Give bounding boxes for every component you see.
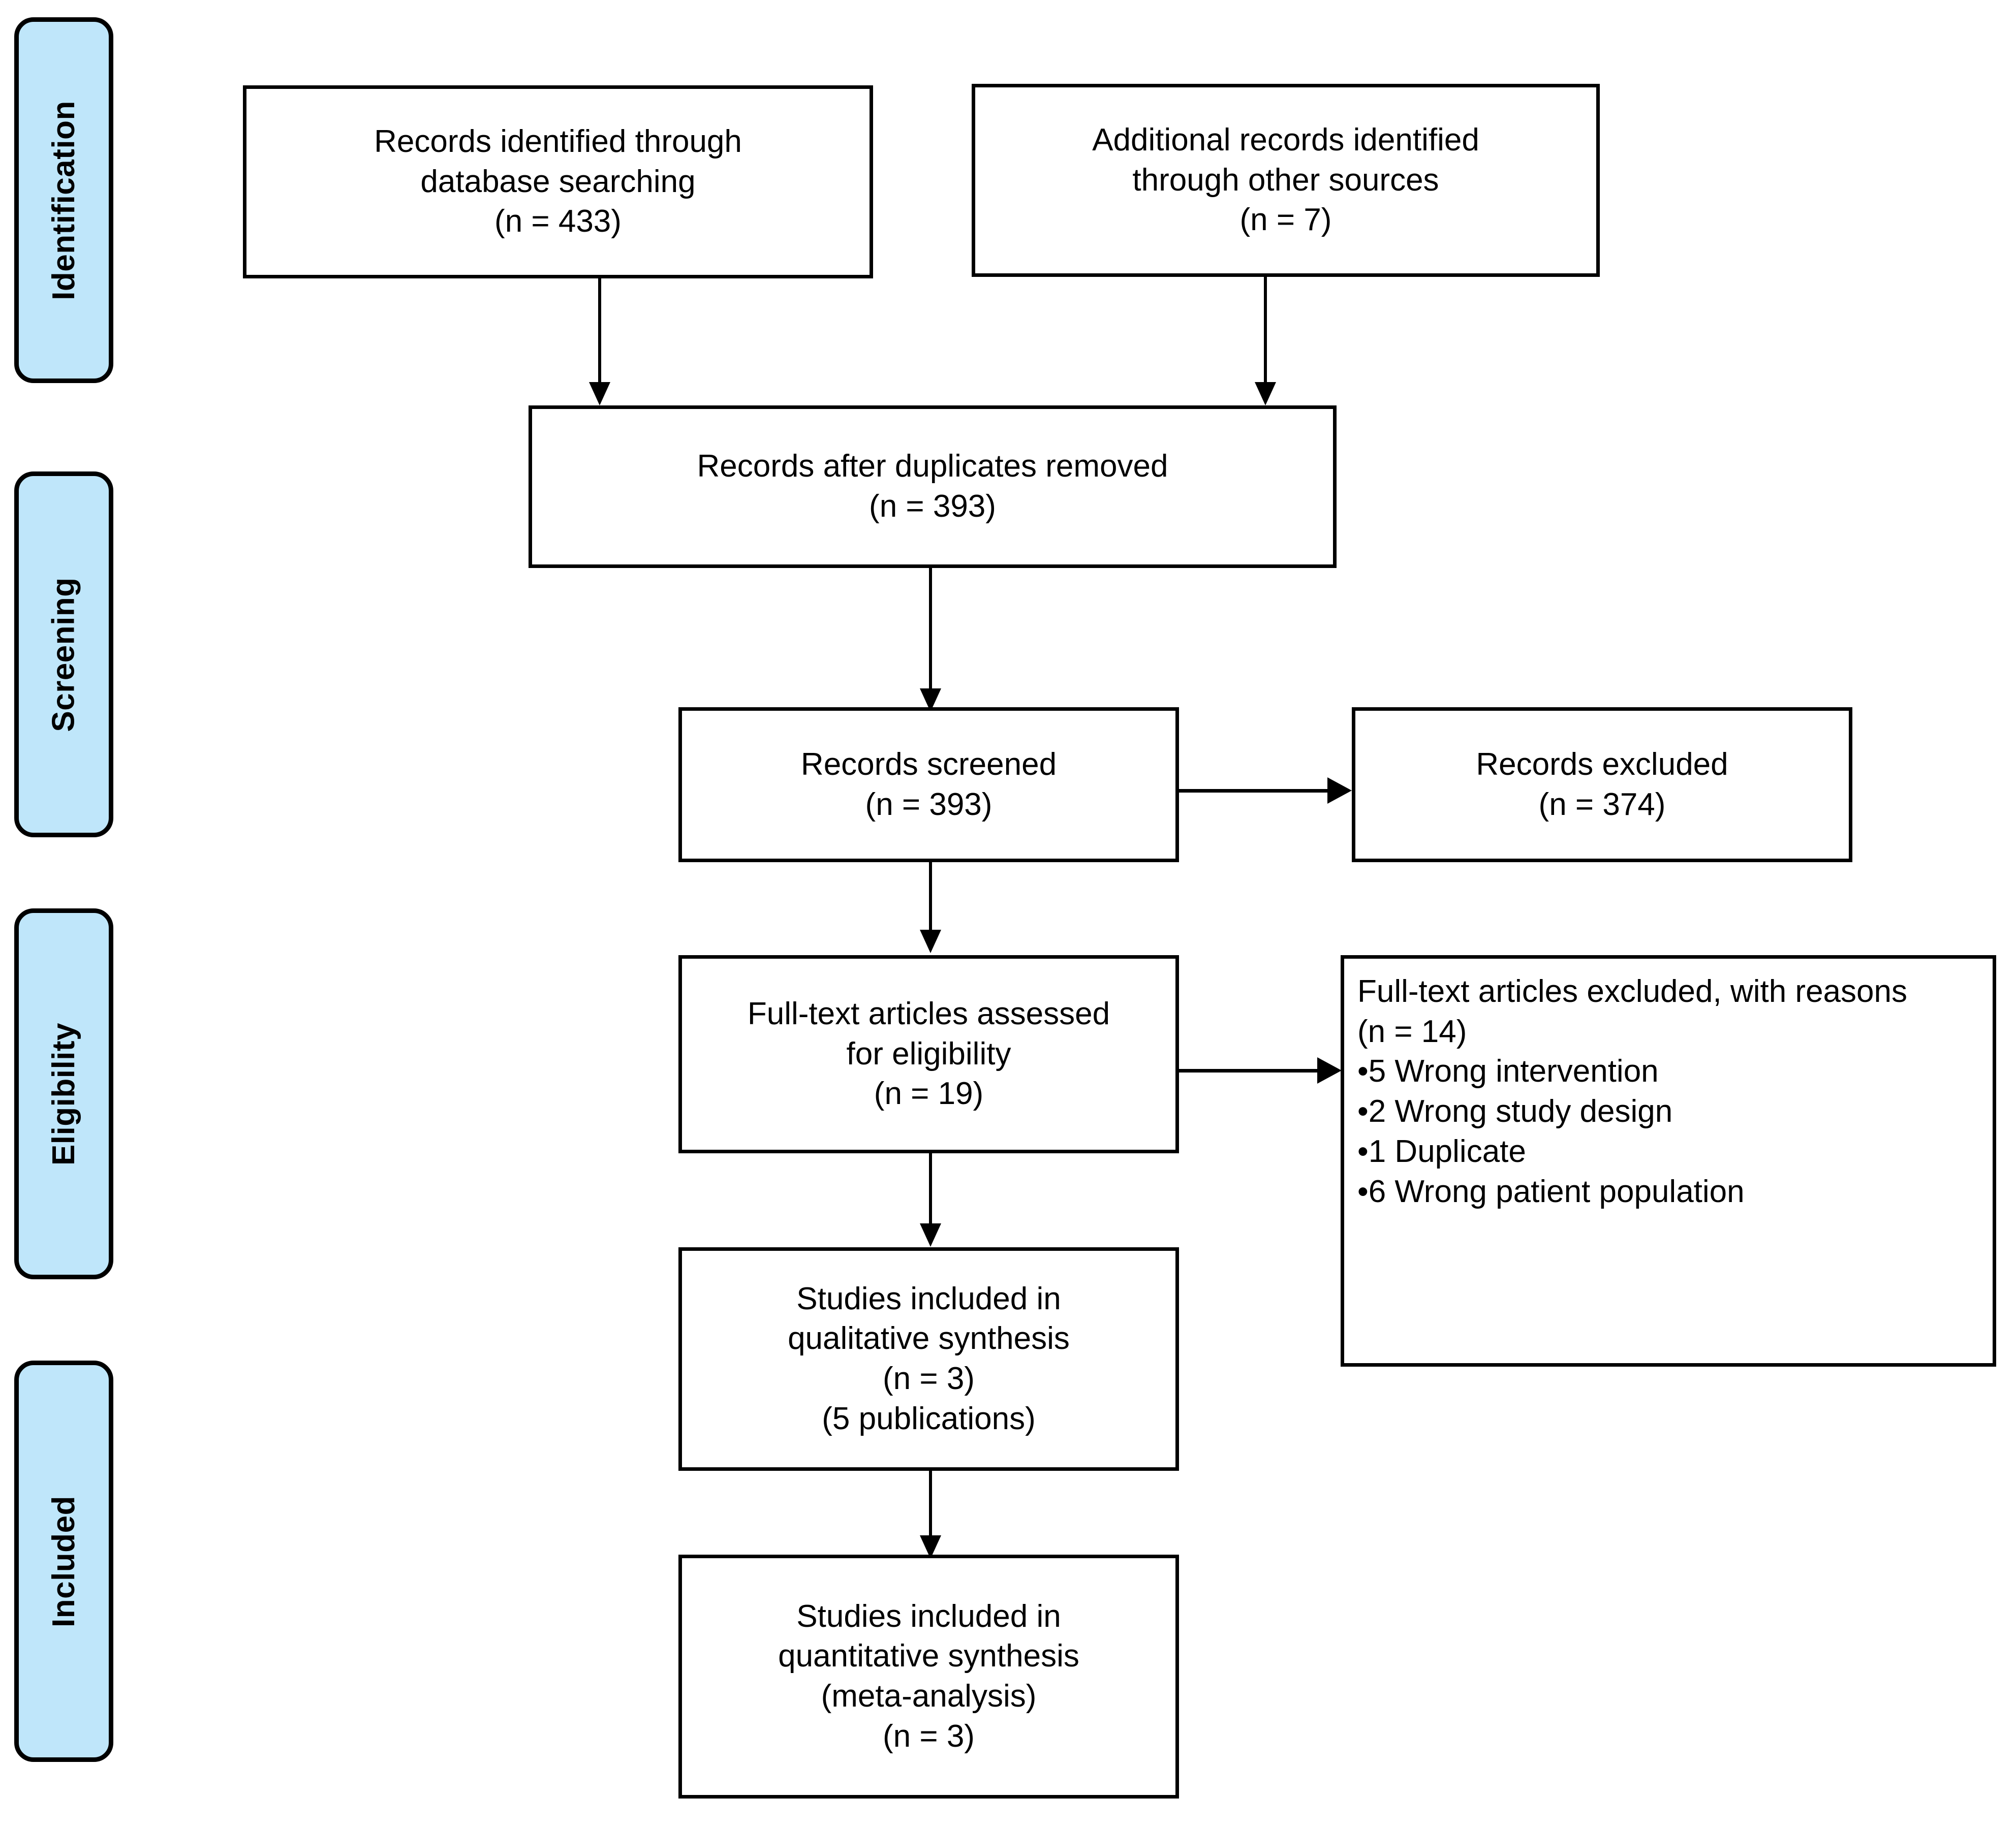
- phase-chip-screening: Screening: [14, 471, 113, 837]
- box-heading: Full-text articles excluded, with reason…: [1357, 974, 1908, 1009]
- box-line: Records screened: [800, 746, 1057, 782]
- box-line: database searching: [420, 164, 696, 199]
- arrowhead-fulltext-to-qualitative: [920, 1223, 941, 1247]
- connector-screened-to-excluded: [1179, 789, 1331, 793]
- box-fulltext-assessed-eligibility: Full-text articles assessed for eligibil…: [678, 955, 1179, 1153]
- box-line: (n = 374): [1538, 786, 1666, 822]
- box-line: Records excluded: [1476, 746, 1728, 782]
- box-line: (n = 3): [883, 1718, 975, 1754]
- box-count: (n = 14): [1357, 1014, 1467, 1049]
- box-fulltext-excluded-with-reasons: Full-text articles excluded, with reason…: [1341, 955, 1996, 1367]
- box-line: (n = 393): [869, 489, 996, 524]
- box-line: Studies included in: [796, 1598, 1061, 1634]
- exclusion-reason: •6 Wrong patient population: [1357, 1174, 1745, 1209]
- box-additional-records-other-sources: Additional records identified through ot…: [972, 84, 1600, 277]
- box-line: (n = 7): [1239, 202, 1332, 238]
- box-records-excluded: Records excluded (n = 374): [1352, 707, 1852, 862]
- arrowhead-db-to-duplicates: [589, 382, 610, 405]
- box-line: Studies included in: [796, 1281, 1061, 1316]
- box-studies-quantitative-synthesis: Studies included in quantitative synthes…: [678, 1555, 1179, 1799]
- box-line: (n = 433): [494, 204, 622, 239]
- connector-other-to-duplicates: [1264, 277, 1267, 386]
- connector-screened-to-fulltext: [929, 862, 932, 933]
- exclusion-reason: •2 Wrong study design: [1357, 1094, 1673, 1129]
- box-line: Records after duplicates removed: [697, 449, 1168, 484]
- arrowhead-screened-to-fulltext: [920, 930, 941, 953]
- exclusion-reason: •5 Wrong intervention: [1357, 1054, 1659, 1089]
- box-line: for eligibility: [846, 1036, 1011, 1071]
- phase-chip-eligibility: Eligibility: [14, 908, 113, 1279]
- box-records-identified-database: Records identified through database sear…: [243, 85, 873, 278]
- box-line: Records identified through: [374, 123, 742, 159]
- box-line: (n = 3): [883, 1361, 975, 1396]
- box-line: (n = 393): [865, 786, 993, 822]
- connector-qualitative-to-quantitative: [929, 1471, 932, 1539]
- box-line: through other sources: [1132, 162, 1439, 198]
- phase-label-eligibility: Eligibility: [46, 1022, 81, 1165]
- phase-label-identification: Identification: [46, 100, 81, 300]
- phase-chip-identification: Identification: [14, 17, 113, 383]
- box-studies-qualitative-synthesis: Studies included in qualitative synthesi…: [678, 1247, 1179, 1471]
- box-records-screened: Records screened (n = 393): [678, 707, 1179, 862]
- connector-fulltext-to-excluded: [1179, 1069, 1321, 1073]
- box-line: (5 publications): [822, 1401, 1036, 1436]
- box-line: qualitative synthesis: [788, 1321, 1070, 1357]
- box-line: (n = 19): [874, 1076, 984, 1112]
- connector-duplicates-to-screened: [929, 568, 932, 692]
- box-line: (meta-analysis): [821, 1679, 1037, 1714]
- box-records-after-duplicates-removed: Records after duplicates removed (n = 39…: [529, 405, 1337, 568]
- arrowhead-screened-to-excluded: [1327, 777, 1352, 804]
- arrowhead-fulltext-to-excluded: [1317, 1057, 1342, 1084]
- phase-label-screening: Screening: [46, 577, 81, 732]
- arrowhead-other-to-duplicates: [1255, 382, 1276, 405]
- box-line: Additional records identified: [1092, 122, 1479, 157]
- phase-chip-included: Included: [14, 1361, 113, 1762]
- box-line: Full-text articles assessed: [747, 996, 1110, 1031]
- phase-label-included: Included: [46, 1495, 81, 1627]
- exclusion-reason: •1 Duplicate: [1357, 1133, 1526, 1169]
- box-line: quantitative synthesis: [778, 1638, 1079, 1674]
- connector-fulltext-to-qualitative: [929, 1153, 932, 1227]
- connector-db-to-duplicates: [598, 278, 601, 386]
